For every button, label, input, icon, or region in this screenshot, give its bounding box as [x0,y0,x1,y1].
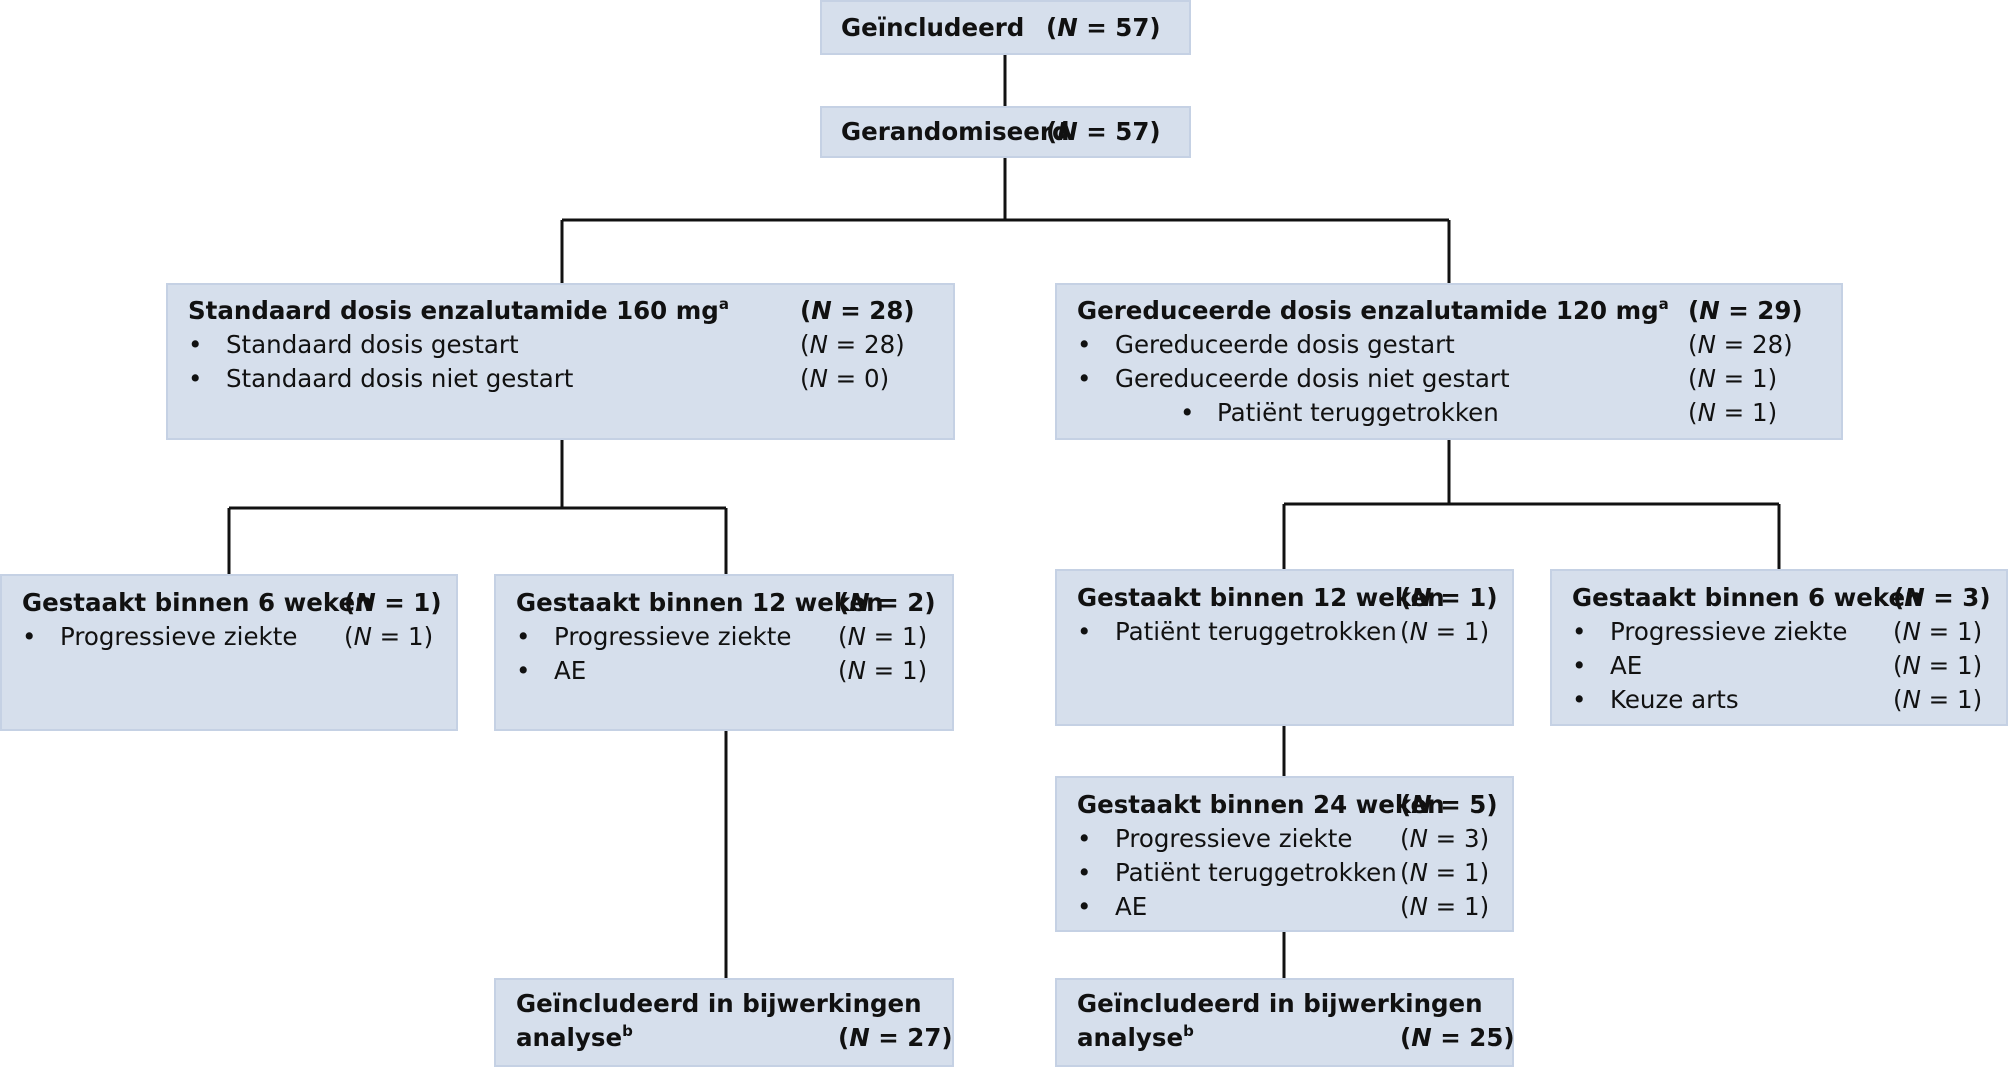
std-stop12-item-bullet: • [516,622,531,651]
std-analysis-sup: b [622,1022,633,1040]
red-stop24-item-bullet: • [1077,892,1092,921]
std-stop12-item-label: Progressieve ziekte [554,622,792,651]
red-stop24-item-count: (N = 1) [1400,892,1490,921]
standard-item-count: (N = 28) [800,330,905,359]
std-stop12-title: Gestaakt binnen 12 weken [516,588,884,617]
red-stop6-item-bullet: • [1572,651,1587,680]
std-stop6-title: Gestaakt binnen 6 weken [22,588,373,617]
standard-title-sup: a [718,295,729,313]
red-stop12-item-label: Patiënt teruggetrokken [1115,617,1397,646]
reduced-title-sup: a [1658,295,1669,313]
std-stop6-item-count: (N = 1) [344,622,434,651]
reduced-title-text: Gereduceerde dosis enzalutamide 120 mg [1077,296,1659,325]
std-stop6-item-label: Progressieve ziekte [60,622,298,651]
red-stop24-title: Gestaakt binnen 24 weken [1077,790,1445,819]
standard-item-label: Standaard dosis gestart [226,330,519,359]
red-stop24-item-bullet: • [1077,824,1092,853]
reduced-item-label: Gereduceerde dosis gestart [1115,330,1455,359]
std-analysis-title-line2: analyseb [516,1021,633,1058]
standard-dose-box: Standaard dosis enzalutamide 160 mga (N … [166,283,955,440]
randomized-count: (N = 57) [1046,117,1161,146]
reduced-subitem-bullet: • [1180,398,1195,427]
standard-item-bullet: • [188,330,203,359]
red-analysis-count: (N = 25) [1400,1023,1515,1052]
std-stopped-6-weeks-box: Gestaakt binnen 6 weken (N = 1) • Progre… [0,574,458,731]
reduced-item-label: Gereduceerde dosis niet gestart [1115,364,1510,393]
red-stop24-item-count: (N = 1) [1400,858,1490,887]
red-stop6-item-label: AE [1610,651,1643,680]
std-analysis-count: (N = 27) [838,1023,953,1052]
standard-title-text: Standaard dosis enzalutamide 160 mg [188,296,719,325]
standard-item-bullet: • [188,364,203,393]
reduced-item-bullet: • [1077,364,1092,393]
red-stop24-item-label: AE [1115,892,1148,921]
std-analysis-title-line1: Geïncludeerd in bijwerkingen [516,989,922,1018]
red-stop6-item-count: (N = 1) [1893,617,1983,646]
red-stop24-item-bullet: • [1077,858,1092,887]
std-stop12-item-bullet: • [516,656,531,685]
red-analysis-sup: b [1183,1022,1194,1040]
standard-item-count: (N = 0) [800,364,890,393]
reduced-item-bullet: • [1077,330,1092,359]
red-analysis-title-line2: analyseb [1077,1021,1194,1058]
reduced-subitem-label: Patiënt teruggetrokken [1217,398,1499,427]
red-stopped-12-weeks-box: Gestaakt binnen 12 weken (N = 1) • Patië… [1055,569,1514,726]
red-stop6-item-label: Keuze arts [1610,685,1739,714]
red-stop24-item-count: (N = 3) [1400,824,1490,853]
std-analysis-title-line2-text: analyse [516,1023,623,1052]
std-included-analysis-box: Geïncludeerd in bijwerkingen analyseb (N… [494,978,954,1067]
red-stop6-item-bullet: • [1572,617,1587,646]
red-stop6-item-label: Progressieve ziekte [1610,617,1848,646]
included-count: (N = 57) [1046,13,1161,42]
reduced-item-count: (N = 1) [1688,364,1778,393]
red-stop6-count: (N = 3) [1893,583,1991,612]
red-stop24-item-label: Patiënt teruggetrokken [1115,858,1397,887]
std-stop12-item-count: (N = 1) [838,656,928,685]
included-box: Geïncludeerd (N = 57) [820,0,1191,55]
std-stopped-12-weeks-box: Gestaakt binnen 12 weken (N = 2) • Progr… [494,574,954,731]
red-stop24-item-label: Progressieve ziekte [1115,824,1353,853]
red-stopped-6-weeks-box: Gestaakt binnen 6 weken (N = 3) • Progre… [1550,569,2008,726]
randomized-title: Gerandomiseerd [841,117,1070,146]
randomized-box: Gerandomiseerd (N = 57) [820,106,1191,158]
red-analysis-title-line2-text: analyse [1077,1023,1184,1052]
red-stop12-title: Gestaakt binnen 12 weken [1077,583,1445,612]
red-analysis-title-line1: Geïncludeerd in bijwerkingen [1077,989,1483,1018]
red-included-analysis-box: Geïncludeerd in bijwerkingen analyseb (N… [1055,978,1515,1067]
red-stop24-count: (N = 5) [1400,790,1498,819]
included-title: Geïncludeerd [841,13,1025,42]
reduced-subitem-count: (N = 1) [1688,398,1778,427]
standard-count: (N = 28) [800,296,915,325]
reduced-item-count: (N = 28) [1688,330,1793,359]
std-stop6-item-bullet: • [22,622,37,651]
std-stop12-count: (N = 2) [838,588,936,617]
red-stop6-item-count: (N = 1) [1893,651,1983,680]
red-stop6-title: Gestaakt binnen 6 weken [1572,583,1923,612]
std-stop12-item-count: (N = 1) [838,622,928,651]
red-stop12-item-bullet: • [1077,617,1092,646]
reduced-dose-box: Gereduceerde dosis enzalutamide 120 mga … [1055,283,1843,440]
red-stop12-item-count: (N = 1) [1400,617,1490,646]
red-stop6-item-count: (N = 1) [1893,685,1983,714]
standard-item-label: Standaard dosis niet gestart [226,364,574,393]
reduced-title: Gereduceerde dosis enzalutamide 120 mga [1077,294,1669,331]
std-stop6-count: (N = 1) [344,588,442,617]
std-stop12-item-label: AE [554,656,587,685]
red-stop12-count: (N = 1) [1400,583,1498,612]
standard-title: Standaard dosis enzalutamide 160 mga [188,294,729,331]
reduced-count: (N = 29) [1688,296,1803,325]
red-stop6-item-bullet: • [1572,685,1587,714]
red-stopped-24-weeks-box: Gestaakt binnen 24 weken (N = 5) • Progr… [1055,776,1514,932]
